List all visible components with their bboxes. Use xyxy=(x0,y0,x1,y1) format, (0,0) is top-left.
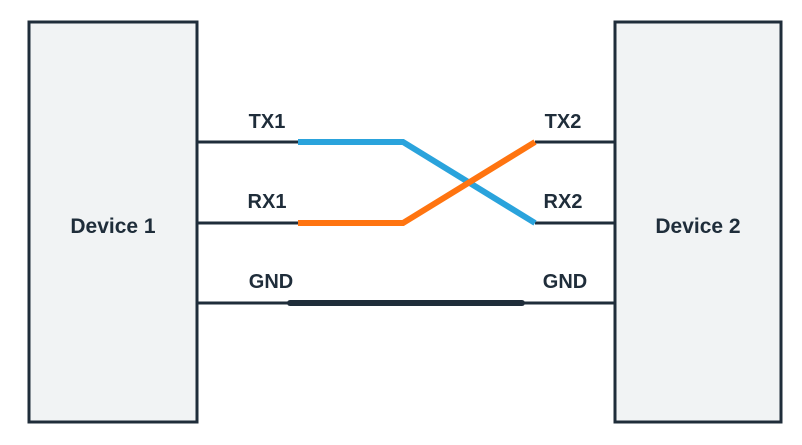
tx1-label: TX1 xyxy=(249,111,286,133)
rx2-label: RX2 xyxy=(544,191,583,213)
device-2-box xyxy=(613,20,783,424)
rx1-to-tx2-cable xyxy=(298,139,537,226)
tx1-to-rx2-cable xyxy=(298,139,537,226)
gnd-left-label: GND xyxy=(249,271,293,293)
tx2-label: TX2 xyxy=(545,111,582,133)
device-1-label: Device 1 xyxy=(70,215,156,238)
rx1-label: RX1 xyxy=(248,191,287,213)
gnd-right-label: GND xyxy=(543,271,587,293)
device-2-label: Device 2 xyxy=(655,215,740,238)
device-1-box xyxy=(27,20,199,424)
